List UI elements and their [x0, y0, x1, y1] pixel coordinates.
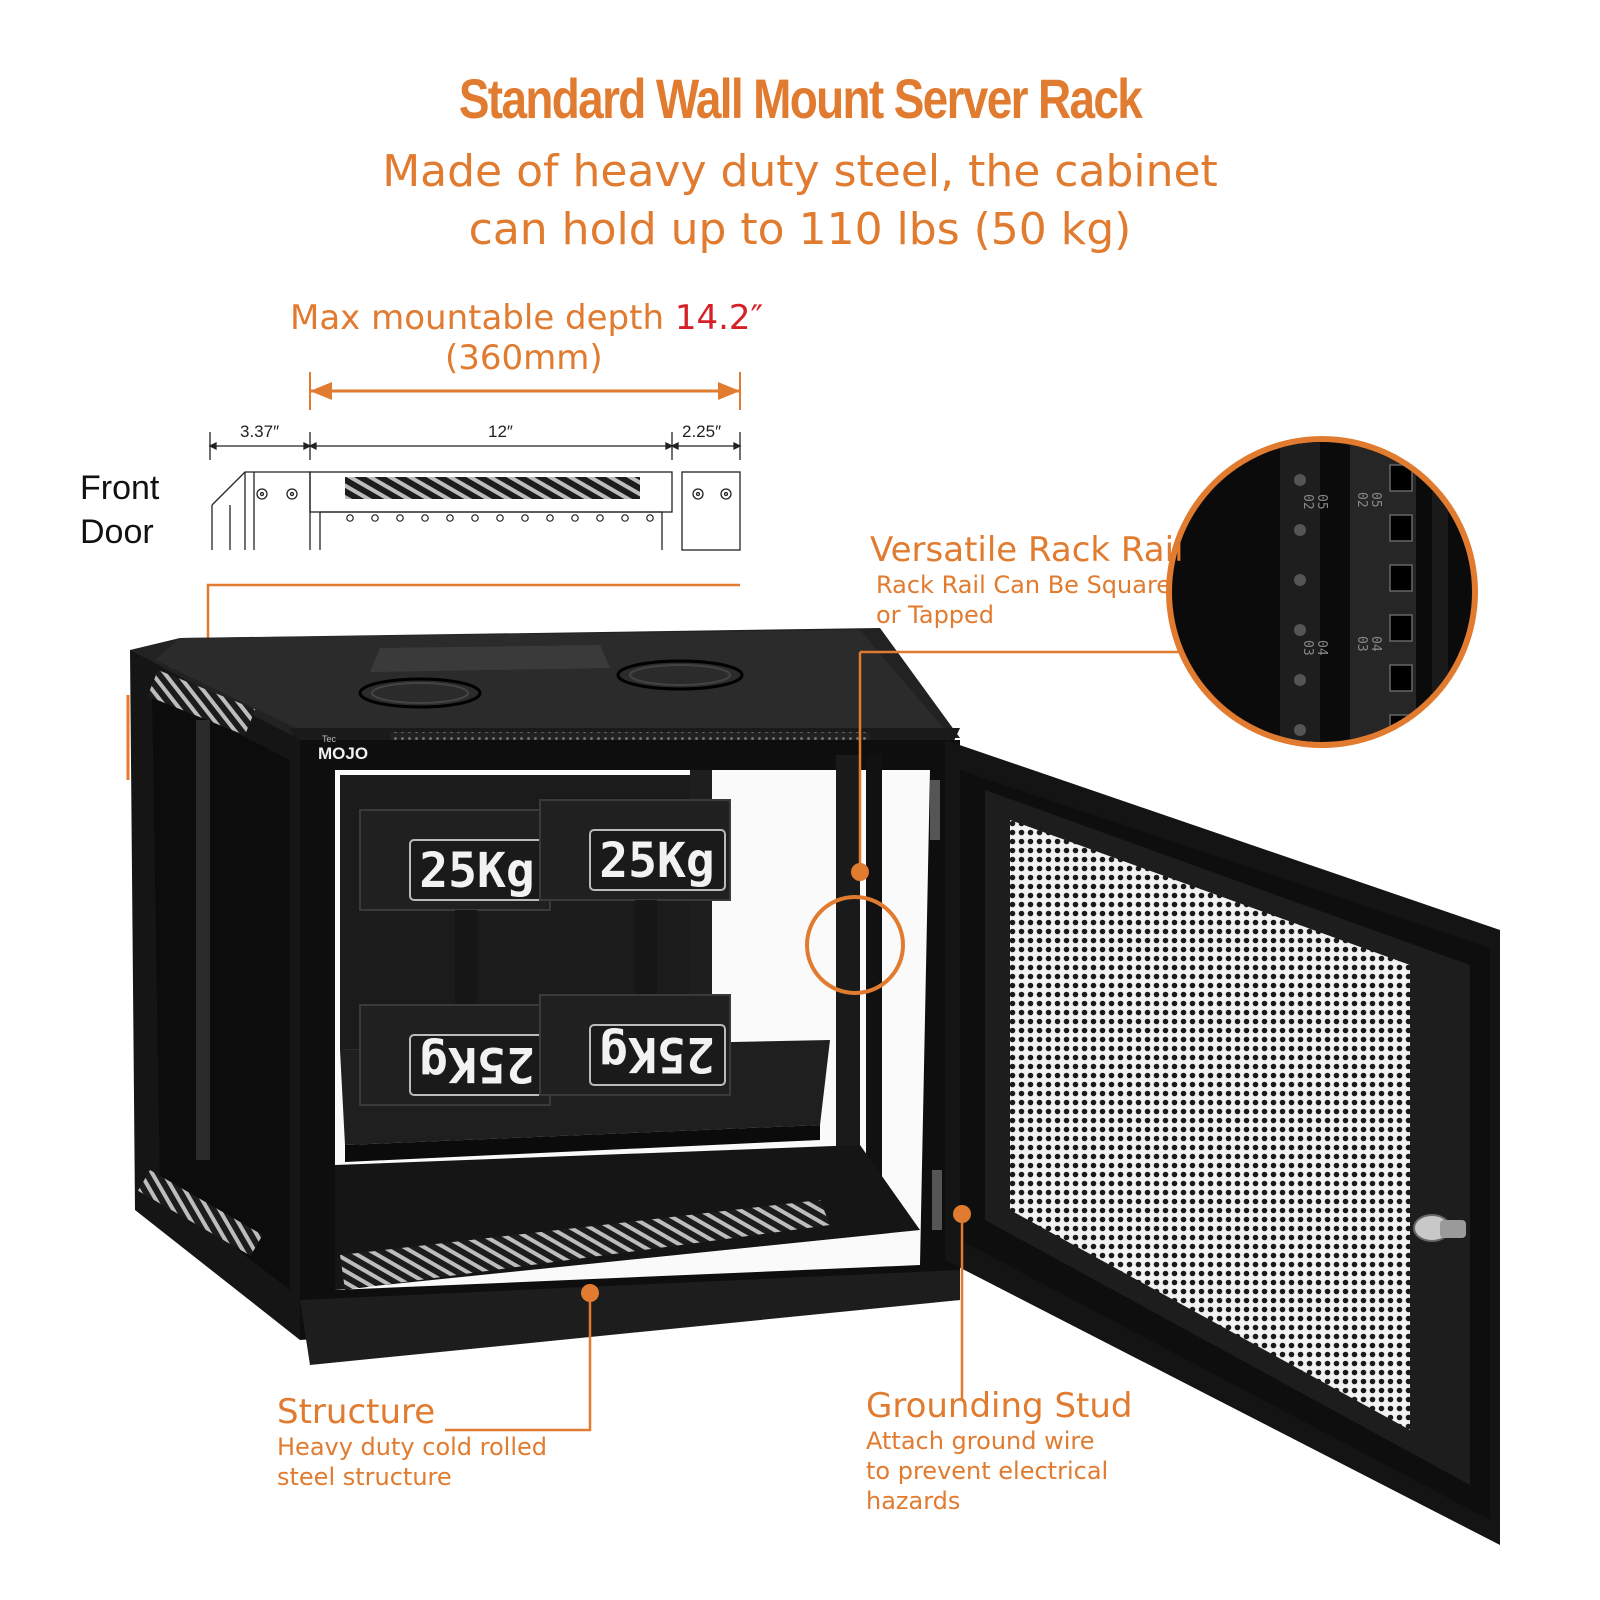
weight-block: 25Kg [359, 1004, 551, 1106]
weight-block: 25Kg [539, 994, 731, 1096]
weight-plate [589, 829, 726, 891]
weight-plate [589, 1024, 726, 1086]
rail-hole [596, 514, 604, 522]
weight-label: 25Kg [419, 843, 535, 899]
tapped-hole [1294, 624, 1306, 636]
structure-desc-1: Heavy duty cold rolled [277, 1433, 548, 1461]
rail-hole [471, 514, 479, 522]
dim-middle: 12″ [488, 422, 513, 441]
grounding-callout [953, 1205, 971, 1400]
grounding-desc-1: Attach ground wire [866, 1427, 1095, 1455]
front-door-label-line2: Door [80, 513, 154, 551]
brand-name: MOJO [318, 744, 368, 763]
rack-rail-callout [805, 650, 1200, 995]
brand-small: Tec [322, 734, 337, 744]
grounding-desc-3: hazards [866, 1487, 961, 1515]
tapped-hole [1294, 574, 1306, 586]
structure-text: Structure Heavy duty cold rolled steel s… [277, 1392, 547, 1492]
rail-hole [446, 514, 454, 522]
tapped-hole [1294, 674, 1306, 686]
structure-title: Structure [277, 1392, 436, 1432]
rail-label-05a: 05 [1314, 494, 1329, 510]
weight-neck [635, 900, 657, 995]
tapped-hole [1294, 724, 1306, 736]
tapped-hole [1294, 524, 1306, 536]
square-hole [1389, 514, 1413, 542]
grounding-desc-2: to prevent electrical [866, 1457, 1109, 1485]
dim-left: 3.37″ [240, 422, 280, 441]
rail-hole [646, 514, 654, 522]
test-weights: 25Kg 25Kg 25Kg 25Kg [359, 799, 731, 1106]
rack-rail-zoom: 05 02 04 03 05 02 04 03 [1166, 436, 1478, 791]
square-hole [1389, 564, 1413, 592]
rack-rail-title: Versatile Rack Rail [870, 530, 1184, 570]
rail-hole [571, 514, 579, 522]
tapped-hole [1294, 474, 1306, 486]
depth-metric: (360mm) [445, 338, 603, 378]
subtitle-line-1: Made of heavy duty steel, the cabinet [382, 146, 1218, 197]
rail-holes [346, 514, 654, 522]
rail-label-04a: 04 [1314, 640, 1329, 656]
depth-label-text: Max mountable depth [290, 298, 675, 338]
square-hole [1389, 664, 1413, 692]
rail-label-04b: 04 [1368, 636, 1383, 652]
weight-block: 25Kg [359, 809, 551, 1005]
weight-label: 25Kg [599, 833, 715, 889]
rack-rail-desc-1: Rack Rail Can Be Square [876, 571, 1172, 599]
depth-value: 14.2″ [674, 298, 764, 338]
weight-block: 25Kg [539, 799, 731, 995]
grounding-title: Grounding Stud [866, 1386, 1133, 1426]
rail-label-05b: 05 [1368, 492, 1383, 508]
front-door[interactable] [930, 740, 1500, 1545]
rail-label-02b: 02 [1354, 492, 1369, 508]
subtitle-line-2: can hold up to 110 lbs (50 kg) [468, 204, 1132, 255]
rail-hole [346, 514, 354, 522]
rack-rail-text: Versatile Rack Rail Rack Rail Can Be Squ… [870, 530, 1184, 630]
rack-rail-desc-2: or Tapped [876, 601, 995, 629]
page-title: Standard Wall Mount Server Rack [458, 67, 1143, 130]
weight-label: 25Kg [419, 1036, 535, 1092]
rail-hole [621, 514, 629, 522]
square-hole [1389, 614, 1413, 642]
front-door-label: Front Door [80, 466, 159, 554]
square-hole [1390, 765, 1412, 791]
depth-arrow [309, 372, 741, 410]
side-view-drawing [208, 432, 742, 551]
rail-hole [371, 514, 379, 522]
structure-callout [445, 1284, 599, 1432]
rail-hole [396, 514, 404, 522]
rail-label-02a: 02 [1300, 494, 1315, 510]
weight-neck [455, 910, 477, 1005]
rail-label-03a: 03 [1300, 640, 1315, 656]
rail-hole [546, 514, 554, 522]
square-hole [1389, 464, 1413, 492]
rail-label-03b: 03 [1354, 636, 1369, 652]
rail-hole [496, 514, 504, 522]
structure-desc-2: steel structure [277, 1463, 452, 1491]
rail-hole [421, 514, 429, 522]
grounding-text: Grounding Stud Attach ground wire to pre… [866, 1386, 1133, 1516]
front-door-label-line1: Front [80, 469, 160, 507]
tapped-hole [1294, 774, 1306, 786]
depth-label: Max mountable depth 14.2″ [290, 298, 763, 338]
rail-hole [521, 514, 529, 522]
dim-right: 2.25″ [682, 422, 722, 441]
weight-label: 25Kg [599, 1026, 715, 1082]
